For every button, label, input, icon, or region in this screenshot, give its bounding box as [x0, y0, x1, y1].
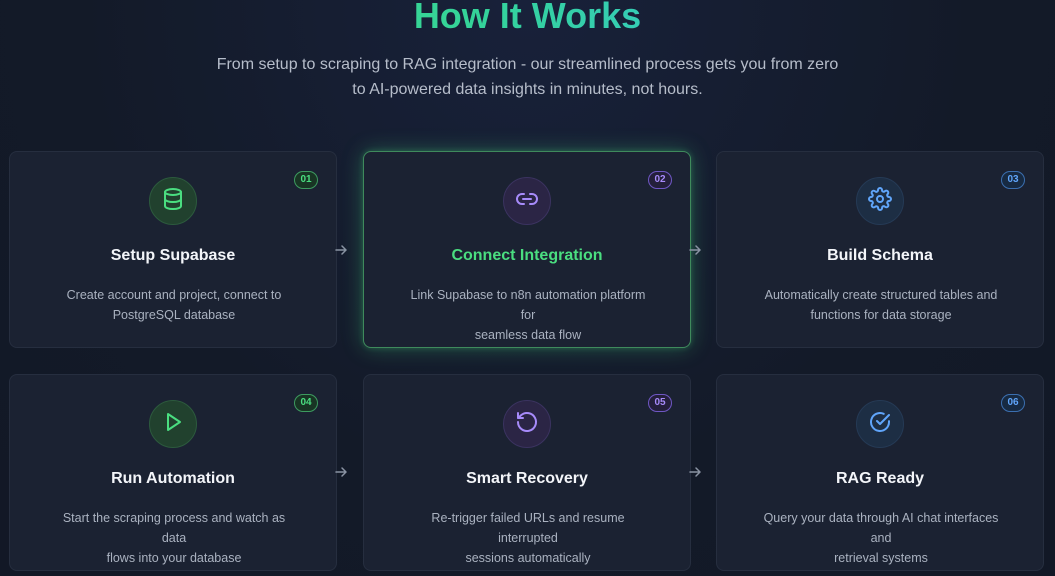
step-description-line: sessions automatically	[465, 551, 591, 565]
step-description-line: Create account and project, connect to	[66, 288, 282, 302]
step-description: Start the scraping process and watch as …	[50, 508, 298, 568]
rotate-ccw-icon	[515, 410, 539, 439]
section-subtitle: From setup to scraping to RAG integratio…	[210, 53, 845, 102]
step-description-line: Automatically create structured tables a…	[764, 288, 998, 302]
step-number-badge: 06	[1001, 394, 1025, 412]
step-description-line: Query your data through AI chat interfac…	[763, 511, 999, 545]
step-description-line: Link Supabase to n8n automation platform…	[410, 288, 646, 322]
section-title: How It Works	[0, 0, 1055, 38]
play-icon	[161, 410, 185, 439]
gear-icon	[868, 186, 892, 216]
step-title: Run Automation	[111, 470, 235, 487]
step-card-smart-recovery[interactable]: 05 Smart Recovery Re-trigger failed URLs…	[363, 374, 691, 571]
link-icon	[515, 187, 539, 216]
step-card-build-schema[interactable]: 03 Build Schema Automatically create str…	[716, 151, 1044, 348]
step-card-run-automation[interactable]: 04 Run Automation Start the scraping pro…	[9, 374, 337, 571]
step-description-line: functions for data storage	[810, 308, 952, 322]
step-icon-container	[856, 400, 904, 448]
step-description: Create account and project, connect to P…	[50, 285, 298, 325]
step-number-badge: 04	[294, 394, 318, 412]
step-card-connect-integration[interactable]: 02 Connect Integration Link Supabase to …	[363, 151, 691, 348]
step-number-badge: 02	[648, 171, 672, 189]
step-description: Query your data through AI chat interfac…	[757, 508, 1005, 568]
step-description: Automatically create structured tables a…	[757, 285, 1005, 325]
step-title: Connect Integration	[451, 247, 603, 264]
arrow-right-icon	[687, 464, 703, 480]
step-description-line: flows into your database	[106, 551, 242, 565]
step-description-line: Start the scraping process and watch as …	[62, 511, 286, 545]
step-description-line: seamless data flow	[474, 328, 582, 342]
step-title: Setup Supabase	[110, 247, 236, 264]
step-title: RAG Ready	[835, 470, 925, 487]
step-description-line: Re-trigger failed URLs and resume interr…	[431, 511, 625, 545]
step-card-rag-ready[interactable]: 06 RAG Ready Query your data through AI …	[716, 374, 1044, 571]
step-description: Link Supabase to n8n automation platform…	[404, 285, 652, 345]
step-icon-container	[503, 400, 551, 448]
step-number-badge: 03	[1001, 171, 1025, 189]
step-title: Smart Recovery	[466, 470, 588, 487]
arrow-right-icon	[687, 242, 703, 258]
step-icon-container	[149, 177, 197, 225]
arrow-right-icon	[333, 242, 349, 258]
step-card-setup-supabase[interactable]: 01 Setup Supabase Create account and pro…	[9, 151, 337, 348]
arrow-right-icon	[333, 464, 349, 480]
subtitle-line-2: to AI-powered data insights in minutes, …	[352, 80, 703, 98]
step-number-badge: 05	[648, 394, 672, 412]
step-icon-container	[856, 177, 904, 225]
check-circle-icon	[868, 410, 892, 439]
step-number-badge: 01	[294, 171, 318, 189]
step-description-line: PostgreSQL database	[112, 308, 236, 322]
step-description-line: retrieval systems	[834, 551, 928, 565]
step-icon-container	[149, 400, 197, 448]
step-title: Build Schema	[827, 247, 933, 264]
step-icon-container	[503, 177, 551, 225]
step-description: Re-trigger failed URLs and resume interr…	[404, 508, 652, 568]
database-icon	[161, 187, 185, 216]
subtitle-line-1: From setup to scraping to RAG integratio…	[216, 56, 839, 73]
